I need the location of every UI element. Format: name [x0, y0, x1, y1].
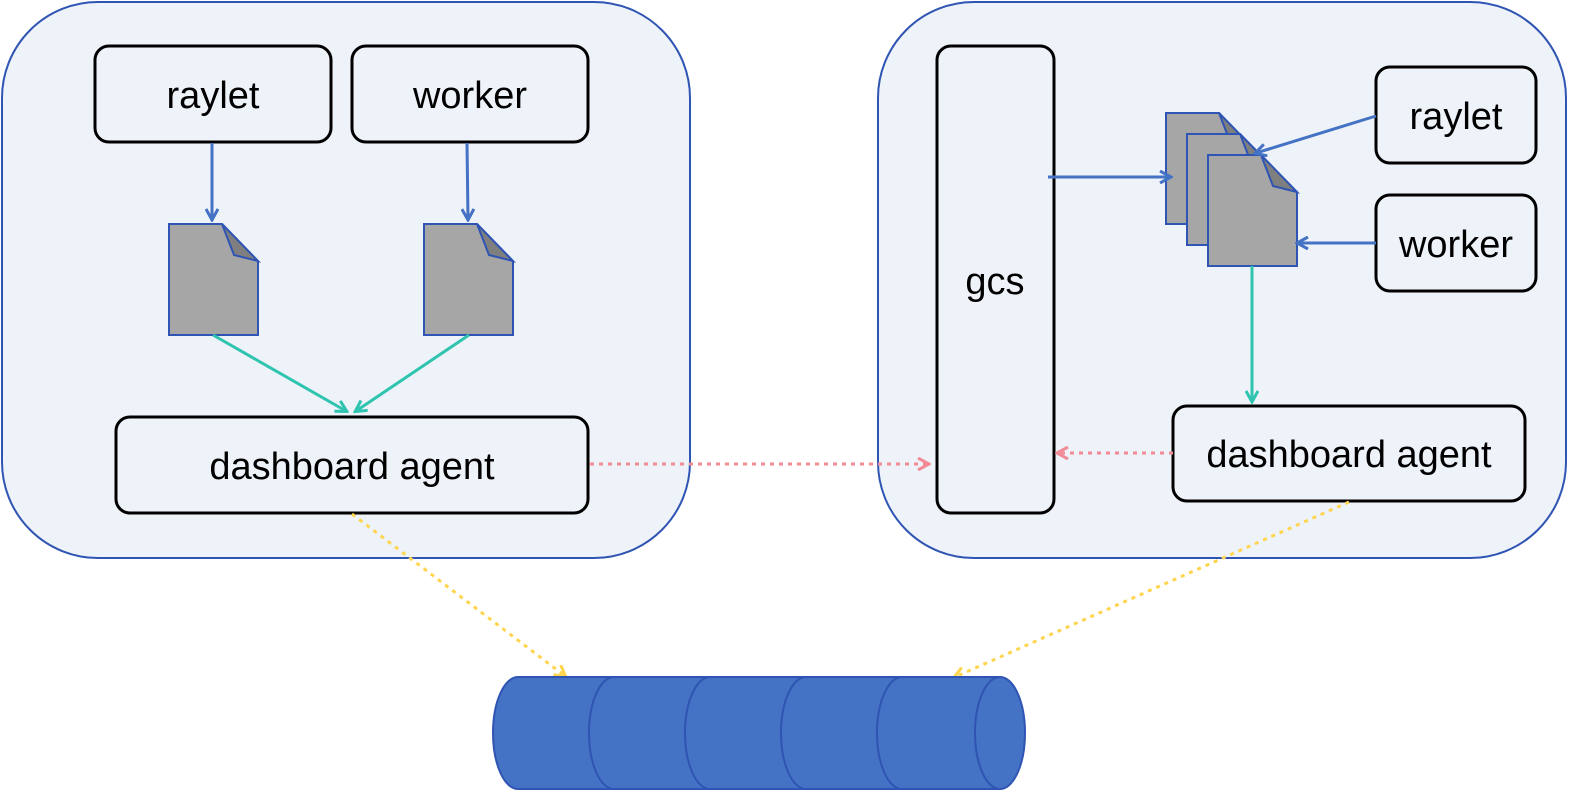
right-raylet-write-arrow	[1256, 114, 1377, 153]
left-raylet-box[interactable]: raylet	[93, 44, 333, 144]
left-file-read-arrow-1	[212, 333, 346, 411]
left-dashboard-agent-box[interactable]: dashboard agent	[114, 415, 590, 515]
file-icon	[168, 223, 262, 336]
cylinder-storage-icon	[492, 676, 1026, 790]
gcs-box[interactable]: gcs	[935, 44, 1056, 515]
left-worker-label: worker	[412, 75, 527, 117]
left-worker-box[interactable]: worker	[350, 44, 590, 144]
right-worker-box[interactable]: worker	[1374, 193, 1538, 293]
right-node-group: gcs raylet worker	[877, 1, 1567, 559]
gcs-label: gcs	[965, 261, 1024, 303]
right-raylet-box[interactable]: raylet	[1374, 65, 1538, 165]
left-worker-write-arrow	[467, 142, 468, 219]
left-dashboard-agent-label: dashboard agent	[209, 446, 495, 488]
right-worker-label: worker	[1398, 224, 1513, 266]
file-stack-icon	[1165, 112, 1301, 267]
right-dashboard-agent-label: dashboard agent	[1206, 434, 1492, 476]
left-raylet-label: raylet	[167, 75, 260, 117]
file-icon	[423, 223, 517, 336]
right-raylet-label: raylet	[1410, 96, 1503, 138]
right-dashboard-agent-box[interactable]: dashboard agent	[1171, 404, 1527, 503]
left-node-group: raylet worker dashboard agent	[1, 1, 691, 559]
left-file-read-arrow-2	[356, 333, 470, 411]
